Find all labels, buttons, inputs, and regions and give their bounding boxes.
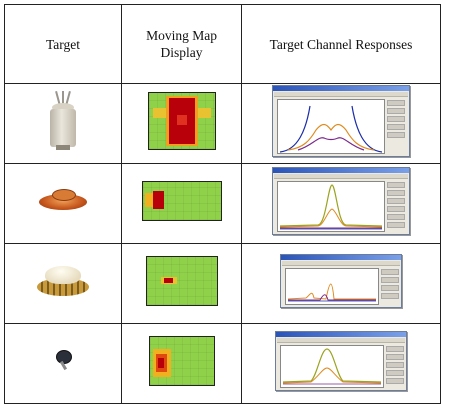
target-cell [4,83,122,164]
cylindrical-target-icon [43,90,83,151]
header-moving-map: Moving Map Display [121,4,242,84]
response-cell [241,243,441,324]
moving-map-display [148,336,215,386]
target-cell [4,323,122,404]
header-row: Target Moving Map Display Target Channel… [4,4,441,84]
map-cell [121,163,242,244]
response-cell [241,83,441,164]
table-row [4,163,441,244]
orange-disc-target-icon [39,188,87,214]
table-row [4,243,441,324]
map-cell [121,323,242,404]
response-cell [241,323,441,404]
moving-map-display [141,181,222,221]
moving-map-display [145,256,218,306]
map-cell [121,243,242,324]
response-cell [241,163,441,244]
table-row [4,323,441,404]
response-chart-window [280,254,402,308]
target-cell [4,163,122,244]
header-target: Target [4,4,122,84]
target-cell [4,243,122,324]
table-row [4,83,441,164]
response-chart-window [272,167,410,235]
header-channel-responses: Target Channel Responses [241,4,441,84]
cream-dome-target-icon [37,264,89,298]
response-chart-window [275,331,407,391]
target-comparison-table: Target Moving Map Display Target Channel… [4,4,441,404]
response-chart-window [272,85,410,157]
moving-map-display [147,92,216,150]
map-cell [121,83,242,164]
small-dark-target-icon [53,350,73,372]
